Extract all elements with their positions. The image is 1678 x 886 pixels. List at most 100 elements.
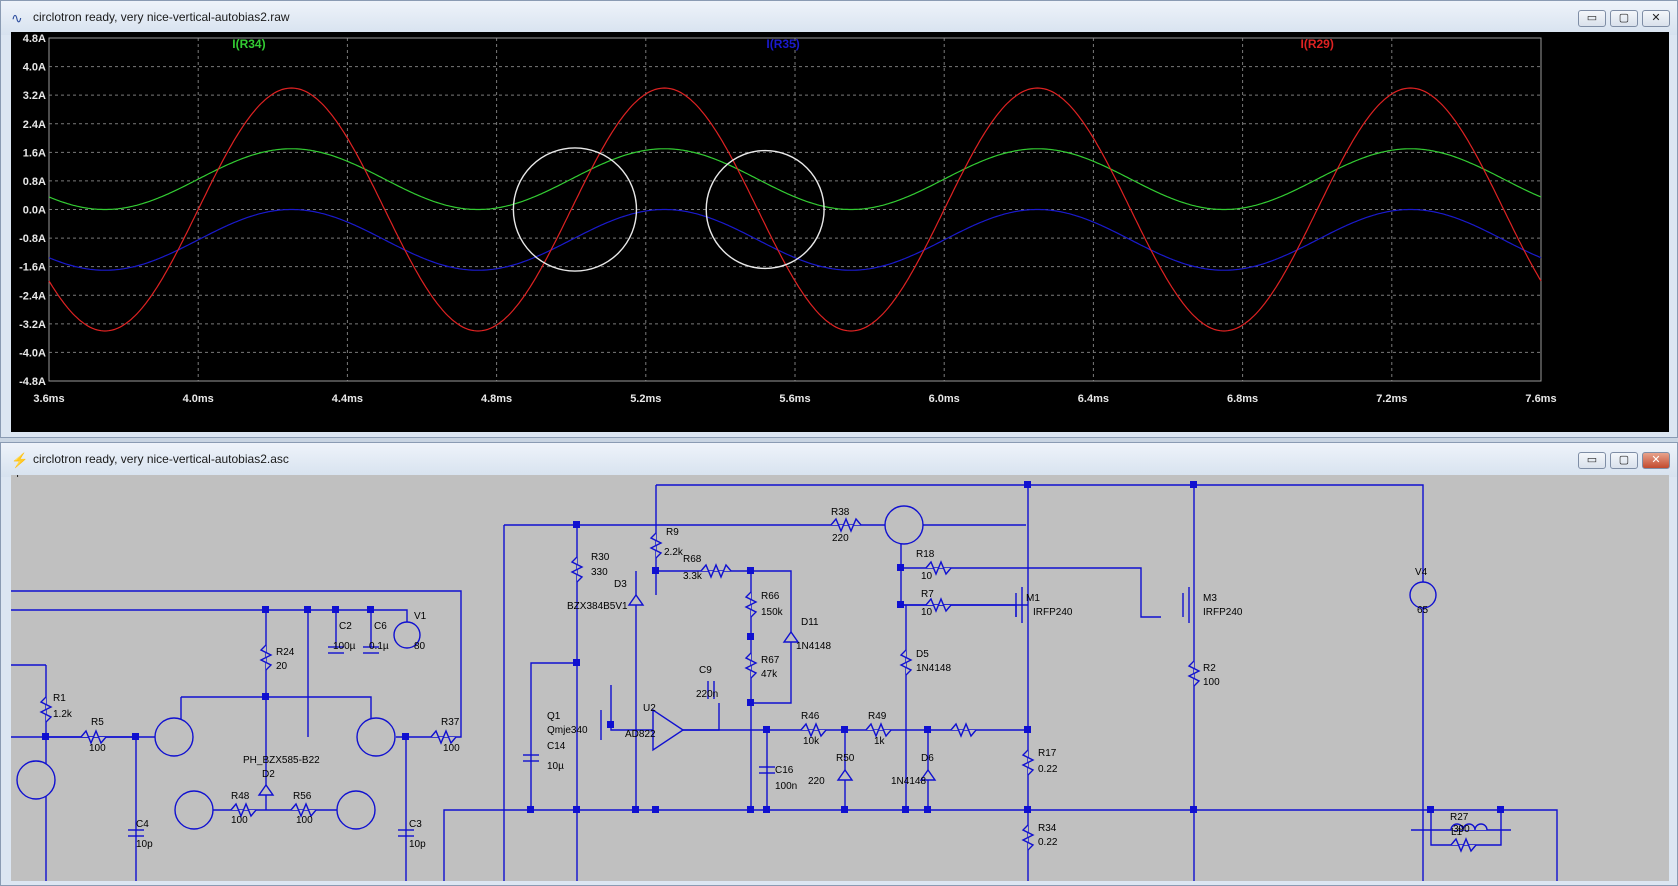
component-label: R56	[293, 791, 312, 802]
x-tick-label: 5.2ms	[630, 393, 661, 405]
component-label: 100	[296, 815, 313, 826]
y-tick-label: 0.8A	[23, 176, 46, 188]
x-tick-label: 6.4ms	[1078, 393, 1109, 405]
component-label: L1	[1451, 827, 1463, 838]
waveform-title-bar[interactable]: ∿ circlotron ready, very nice-vertical-a…	[1, 1, 1677, 35]
y-tick-label: -2.4A	[19, 290, 46, 302]
schematic-canvas[interactable]: R38220R92.2kR30330R683.3kD3BZX384B5V1R66…	[11, 475, 1669, 881]
component-label: D6	[921, 753, 934, 764]
component-label: R18	[916, 549, 935, 560]
close-button[interactable]: ✕	[1642, 10, 1670, 27]
x-tick-label: 6.8ms	[1227, 393, 1258, 405]
component-label: Q1	[547, 711, 561, 722]
component-label: 100	[1203, 677, 1220, 688]
component-label: 10p	[136, 839, 153, 850]
component-label: R5	[91, 717, 104, 728]
schematic-title-bar[interactable]: ⚡ circlotron ready, very nice-vertical-a…	[1, 443, 1677, 477]
component-label: D11	[801, 617, 819, 628]
x-tick-label: 5.6ms	[779, 393, 810, 405]
component-label: R2	[1203, 663, 1216, 674]
component-label: C16	[775, 765, 794, 776]
trace-label[interactable]: I(R35)	[766, 37, 799, 51]
component-label: R38	[831, 507, 850, 518]
component-label: 10	[921, 571, 933, 582]
schematic-window-title: circlotron ready, very nice-vertical-aut…	[33, 452, 289, 466]
component-label: U2	[643, 703, 656, 714]
trace-label[interactable]: I(R34)	[232, 37, 265, 51]
close-button[interactable]: ✕	[1642, 452, 1670, 469]
component-label: C4	[136, 819, 149, 830]
series-line-ir35	[48, 208, 1542, 271]
component-label: 10k	[803, 736, 820, 747]
trace-label[interactable]: I(R29)	[1301, 37, 1334, 51]
component-label: 10	[921, 607, 933, 618]
plot-background	[11, 32, 1669, 432]
component-label: 10p	[409, 839, 426, 850]
component-label: 47k	[761, 669, 778, 680]
component-label: R49	[868, 711, 887, 722]
component-label: R67	[761, 655, 780, 666]
component-label: R34	[1038, 823, 1057, 834]
minimize-button[interactable]: ▭	[1578, 452, 1606, 469]
x-tick-label: 4.8ms	[481, 393, 512, 405]
component-label: C14	[547, 741, 566, 752]
component-label: IRFP240	[1033, 607, 1073, 618]
waveform-window[interactable]: ∿ circlotron ready, very nice-vertical-a…	[0, 0, 1678, 438]
component-label: R46	[801, 711, 820, 722]
component-label: 1N4148	[916, 663, 951, 674]
x-tick-label: 3.6ms	[33, 393, 64, 405]
component-label: IRFP240	[1203, 607, 1243, 618]
component-label: 100	[443, 743, 460, 754]
component-label: C6	[374, 621, 387, 632]
annotation-circle	[512, 147, 638, 272]
component-label: Qmje340	[547, 725, 588, 736]
maximize-button[interactable]: ▢	[1610, 10, 1638, 27]
component-label: R24	[276, 647, 295, 658]
minimize-button[interactable]: ▭	[1578, 10, 1606, 27]
maximize-button[interactable]: ▢	[1610, 452, 1638, 469]
component-label: D3	[614, 579, 627, 590]
y-tick-label: -0.8A	[19, 233, 46, 245]
component-label: 220n	[696, 689, 718, 700]
y-tick-label: 3.2A	[23, 90, 46, 102]
component-label: 0.1µ	[369, 641, 389, 652]
schematic-window[interactable]: ⚡ circlotron ready, very nice-vertical-a…	[0, 442, 1678, 886]
x-tick-label: 7.2ms	[1376, 393, 1407, 405]
schematic-labels: R38220R92.2kR30330R683.3kD3BZX384B5V1R66…	[11, 475, 1470, 850]
y-tick-label: 4.0A	[23, 62, 46, 74]
y-tick-label: 4.8A	[23, 33, 46, 45]
schematic-components	[16, 505, 1488, 853]
component-label: 1N4148	[796, 641, 831, 652]
y-tick-label: 2.4A	[23, 119, 46, 131]
y-tick-label: -3.2A	[19, 319, 46, 331]
component-label: M3	[1203, 593, 1217, 604]
component-label: 100	[231, 815, 248, 826]
component-label: 10µ	[547, 761, 564, 772]
component-label: 100n	[775, 781, 797, 792]
component-label: 150k	[761, 607, 784, 618]
x-tick-label: 6.0ms	[929, 393, 960, 405]
component-label: 100µ	[333, 641, 356, 652]
component-label: 220	[808, 776, 825, 787]
component-label: R32	[11, 475, 30, 478]
component-label: 0.22	[1038, 837, 1058, 848]
y-tick-label: 0.0A	[23, 205, 46, 217]
component-label: R27	[1450, 812, 1469, 823]
y-tick-label: -4.8A	[19, 376, 46, 388]
component-label: R37	[441, 717, 460, 728]
waveform-window-title: circlotron ready, very nice-vertical-aut…	[33, 10, 290, 24]
component-label: R9	[666, 527, 679, 538]
component-label: R66	[761, 591, 780, 602]
component-label: V1	[414, 611, 427, 622]
component-label: 20	[276, 661, 288, 672]
y-tick-label: -4.0A	[19, 347, 46, 359]
component-label: 80	[414, 641, 426, 652]
component-label: 1k	[874, 736, 886, 747]
component-label: 1N4148	[891, 776, 926, 787]
schematic-junctions	[42, 481, 1504, 813]
component-label: AD822	[625, 729, 656, 740]
plot-frame	[48, 37, 1542, 382]
component-label: R50	[836, 753, 855, 764]
component-label: D2	[262, 769, 275, 780]
